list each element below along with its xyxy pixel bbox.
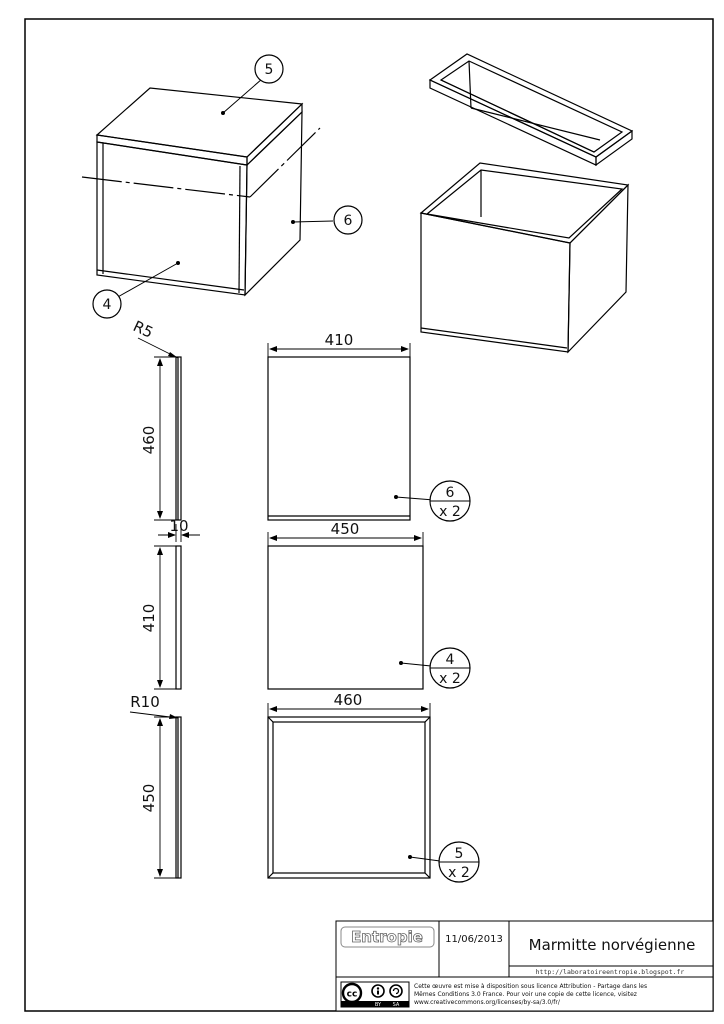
dimension-arrowheads — [157, 346, 429, 877]
dim-radius-r10: R10 — [130, 693, 160, 711]
license-line-1: Cette œuvre est mise à disposition sous … — [414, 983, 647, 990]
view-4-side-profile — [175, 545, 182, 690]
dim-height-460: 460 — [140, 426, 158, 455]
qty-callout-5: 5 x 2 — [408, 841, 480, 883]
qty-callout-6: 6 x 2 — [394, 480, 471, 522]
title-block-title: Marmitte norvégienne — [529, 936, 696, 954]
dim-width-460: 460 — [334, 691, 363, 709]
entropie-logo: Entropie — [340, 926, 435, 948]
qty-callout-4-quantity: x 2 — [439, 671, 461, 687]
dim-height-410: 410 — [140, 604, 158, 633]
iso-callout-6: 6 — [291, 205, 363, 235]
iso-centerline-a — [81, 176, 251, 198]
title-block-url: http://laboratoireentropie.blogspot.fr — [536, 968, 685, 976]
cc-icon — [341, 982, 363, 1004]
logo-text: Entropie — [351, 928, 423, 946]
cc-sa-label: SA — [393, 1002, 400, 1008]
iso-callout-5: 5 — [221, 54, 284, 115]
view-4-front — [267, 545, 424, 690]
license-line-3: www.creativecommons.org/licenses/by-sa/3… — [414, 999, 561, 1006]
cc-by-sa-badge: cc BY SA — [340, 981, 410, 1008]
iso-exploded-lid — [428, 53, 634, 167]
share-alike-icon — [389, 984, 403, 998]
iso-closed-box — [81, 87, 321, 297]
view-6-front — [267, 356, 411, 521]
iso-bottom-edge — [96, 269, 245, 291]
dim-width-410: 410 — [325, 331, 354, 349]
dim-height-450: 450 — [140, 784, 158, 813]
iso-centerline-b — [249, 127, 321, 198]
iso-callout-4-label: 4 — [103, 297, 112, 313]
view-5-front — [267, 716, 431, 879]
iso-callout-5-label: 5 — [265, 62, 274, 78]
iso-box-side — [244, 110, 303, 297]
iso-front-inner-edge-right — [238, 165, 241, 294]
qty-callout-6-number: 6 — [446, 485, 455, 501]
iso-callout-6-label: 6 — [344, 213, 353, 229]
title-block-date: 11/06/2013 — [445, 934, 503, 945]
iso-callout-4: 4 — [92, 261, 180, 319]
qty-callout-5-number: 5 — [455, 846, 464, 862]
dim-thickness-10: 10 — [169, 517, 188, 535]
license-line-2: Mêmes Conditions 3.0 France. Pour voir u… — [414, 991, 637, 998]
view-5-side-profile — [175, 716, 182, 879]
qty-callout-5-quantity: x 2 — [448, 865, 470, 881]
qty-callout-4: 4 x 2 — [399, 647, 471, 689]
iso-exploded-box — [419, 162, 630, 354]
qty-callout-6-quantity: x 2 — [439, 504, 461, 520]
dim-width-450: 450 — [331, 520, 360, 538]
cc-icon-text: cc — [347, 990, 358, 1000]
view-6-side-profile — [175, 356, 182, 521]
cc-by-label: BY — [375, 1002, 382, 1008]
qty-callout-4-number: 4 — [446, 652, 455, 668]
